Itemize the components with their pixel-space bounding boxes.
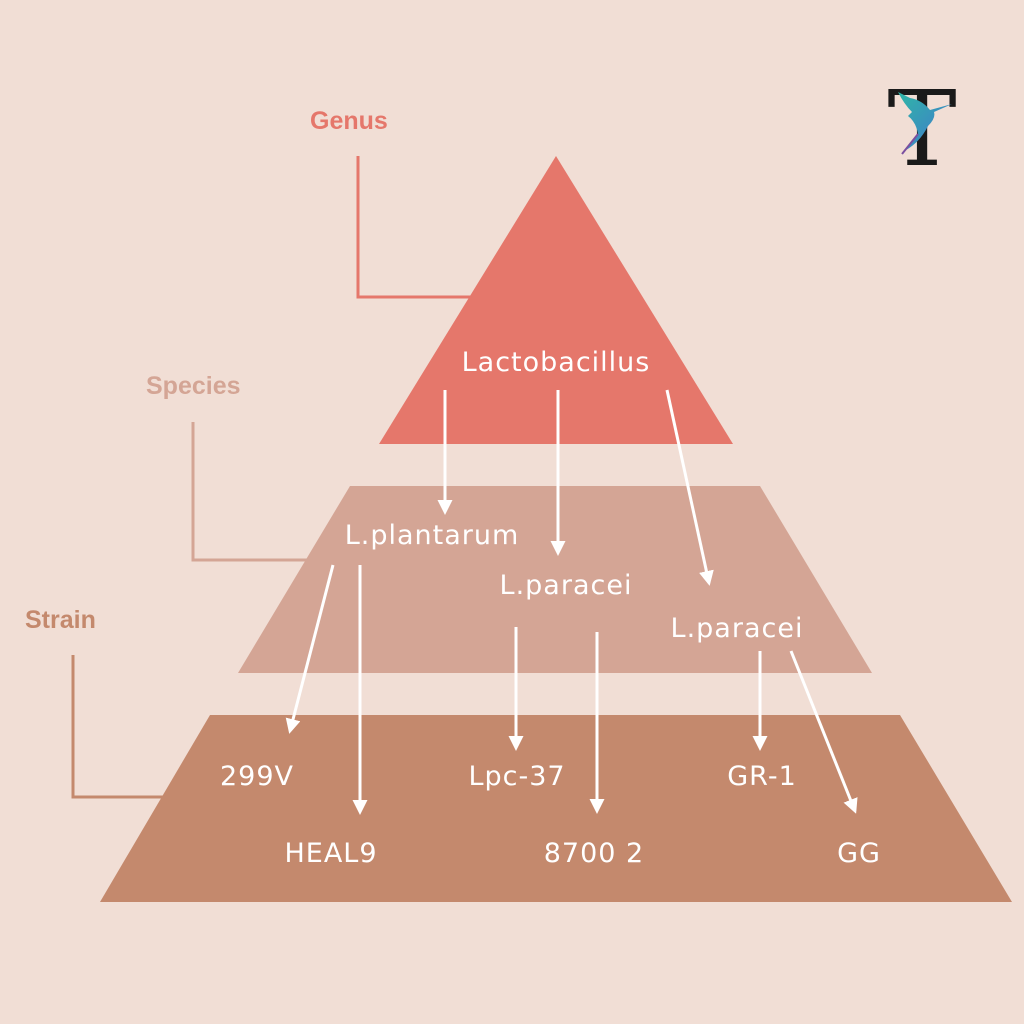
brand-logo: T <box>887 68 956 190</box>
strain-node-lpc37: Lpc-37 <box>468 761 565 792</box>
strain-node-299v: 299V <box>220 761 294 792</box>
genus-tier <box>379 156 733 444</box>
species-node-plantarum: L.plantarum <box>345 520 520 551</box>
genus-level-label: Genus <box>310 107 388 135</box>
species-node-paracei-2: L.paracei <box>671 613 804 644</box>
arrow-plantarum-299v <box>285 564 335 734</box>
strain-level-label: Strain <box>25 606 96 634</box>
species-level-label: Species <box>146 372 241 400</box>
genus-connector <box>356 156 472 299</box>
strain-tier <box>100 715 1012 902</box>
arrows <box>285 389 858 815</box>
strain-node-gr1: GR-1 <box>727 761 797 792</box>
arrow-genus-paracei-2 <box>665 389 714 586</box>
strain-connector <box>71 655 170 799</box>
strain-node-gg: GG <box>837 838 881 869</box>
species-node-paracei-1: L.paracei <box>500 570 633 601</box>
genus-node-label: Lactobacillus <box>462 347 651 378</box>
arrow-paracei-gg <box>789 650 858 814</box>
hummingbird-icon <box>898 92 952 155</box>
strain-node-8700-2: 8700 2 <box>544 838 644 869</box>
species-tier <box>238 486 872 673</box>
species-connector <box>191 422 318 562</box>
strain-node-heal9: HEAL9 <box>284 838 377 869</box>
